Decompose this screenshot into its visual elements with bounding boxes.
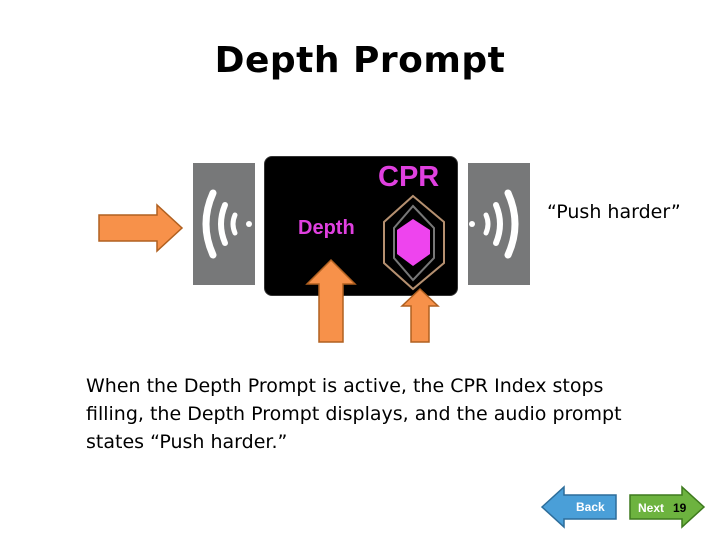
- audio-prompt-quote: “Push harder”: [547, 201, 681, 223]
- page-number: 19: [673, 501, 687, 515]
- next-button-label: Next: [638, 501, 665, 515]
- cpr-label: CPR: [378, 161, 440, 193]
- orange-arrow-icon: [400, 287, 440, 343]
- right-speaker-icon: [468, 163, 530, 285]
- orange-arrow-icon: [305, 258, 357, 343]
- cpr-index-hexagon-icon: [383, 194, 445, 291]
- next-button[interactable]: Next: [628, 485, 706, 529]
- back-button[interactable]: Back: [540, 485, 618, 529]
- depth-prompt-label: Depth: [298, 217, 355, 239]
- slide-body-text: When the Depth Prompt is active, the CPR…: [86, 375, 622, 453]
- back-arrow-icon: [540, 485, 617, 529]
- orange-arrow-icon: [98, 203, 184, 253]
- next-arrow-icon: [629, 485, 706, 529]
- left-speaker-icon: [193, 163, 255, 285]
- slide-title: Depth Prompt: [214, 40, 506, 81]
- back-button-label: Back: [576, 500, 605, 514]
